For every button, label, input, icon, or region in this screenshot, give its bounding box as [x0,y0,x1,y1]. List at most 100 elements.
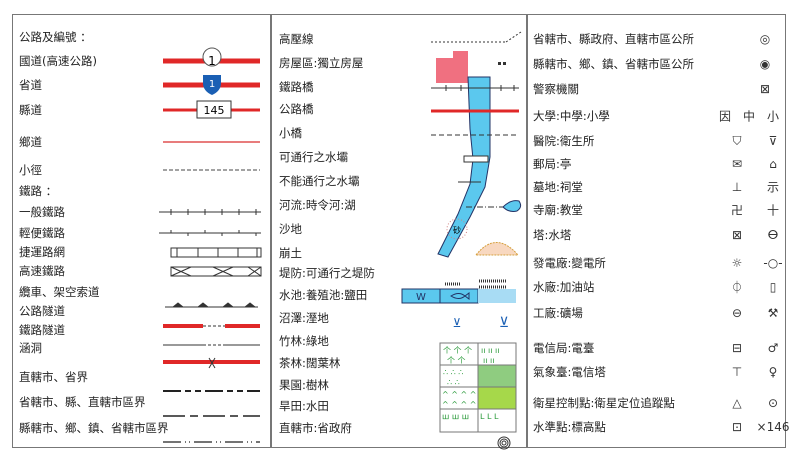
legend-label: 高壓線 [279,32,314,46]
vegetation-grid-symbol [439,342,517,433]
lake-symbol [466,200,522,212]
legend-label: 崩土 [279,246,302,260]
map-symbol-icon: 示 [766,180,780,195]
map-symbol-icon: ⊟ [731,341,743,355]
orchard-symbol: ^ ^ ^ ^ [442,390,476,399]
map-symbol-icon: 卍 [730,203,744,218]
legend-label: 堤防:可通行之堤防 [279,266,375,280]
river-symbol [437,76,491,258]
single-house-symbol [498,62,506,65]
map-symbol-icon: 中 [742,109,756,124]
provincial-government-symbol [497,436,511,450]
passable-dam-symbol [463,155,489,163]
legend-label: 果園:樹林 [279,378,329,392]
landslide-symbol [474,242,520,256]
light-railway-symbol [159,230,261,236]
map-symbol-icon: ⏀ [730,280,744,295]
legend-label: 高速鐵路 [19,264,65,278]
legend-label: 郵局:亭 [533,157,572,171]
legend-label: 省道 [19,78,42,92]
legend-label: 發電廠:變電所 [533,256,606,270]
fish-icon [450,292,470,300]
map-symbol-icon: ⚒ [767,306,779,320]
legend-label: 鐵路 ： [19,184,58,198]
legend-label: 涵洞 [19,341,42,355]
legend-label: 公路隧道 [19,304,65,318]
legend-label: 縣轄市、鄉、鎮、省轄市區公所 [533,57,694,71]
map-symbol-icon: ⴱ [767,228,779,242]
legend-label: 縣道 [19,103,42,117]
legend-label: 水池:養殖池:鹽田 [279,288,368,302]
power-line-symbol [431,31,522,43]
dry-field-symbol: ꟺ ꟺ ꟺ [442,412,469,421]
legend-label: 電信局:電臺 [533,341,595,355]
map-symbol-icon: ◉ [759,57,771,71]
legend-label: 鄉道 [19,135,42,149]
map-symbol-icon: -○- [763,256,783,270]
legend-label: 竹林:綠地 [279,334,329,348]
salt-field-symbol [478,289,516,303]
legend-label: 茶林:闊葉林 [279,356,341,370]
legend-label: 河流:時令河:湖 [279,198,356,212]
map-symbol-icon: ⊖ [731,306,743,320]
map-symbol-icon: ⊡ [731,420,743,434]
bamboo-symbol: 个 个 个 [443,346,472,355]
broadleaf-forest-fill [478,365,516,387]
map-symbol-icon: ▯ [769,280,777,294]
sand-label: 砂 [453,225,461,235]
greenland-symbol: ıı ıı ıı [481,346,499,355]
legend-label: 鐵路隧道 [19,323,65,337]
legend-label: 公路橋 [279,102,314,116]
map-symbol-icon: 十 [766,203,780,218]
map-symbol-icon: ◎ [759,32,771,46]
map-symbol-icon: 因 [718,109,732,124]
map-symbol-icon: ⊽ [768,134,778,148]
legend-label: 直轄市、省界 [19,370,88,384]
provincial-road-symbol: 1 [163,75,260,95]
svg-text:^ ^ ^ ^: ^ ^ ^ ^ [442,400,476,409]
high-speed-rail-symbol [170,266,262,277]
legend-label: 房屋區:獨立房屋 [279,56,364,70]
legend-label: 小橋 [279,126,302,140]
map-symbol-icon: ×146 [756,420,790,434]
paddy-field-symbol: ᒪ ᒪ ᒪ [480,412,499,421]
county-road-number: 145 [204,104,225,117]
legend-label: 不能通行之水壩 [279,174,360,188]
map-symbol-icon: ⊠ [731,228,743,242]
map-symbol-icon: ⊥ [731,180,743,194]
legend-label: 一般鐵路 [19,205,65,219]
swamp-symbol: ⊻ [453,316,462,330]
legend-label: 纜車、架空索道 [19,285,100,299]
map-symbol-icon: 小 [766,109,780,124]
mrt-symbol [170,247,262,258]
provincial-shield-number: 1 [209,79,215,90]
legend-label: 鐵路橋 [279,80,314,94]
road-symbols: 1 1 145 [159,47,262,443]
svg-text:ıı ıı: ıı ıı [483,356,494,365]
legend-label: 寺廟:教堂 [533,203,583,217]
legend-panel-facilities: 省轄市、縣政府、直轄市區公所◎縣轄市、鄉、鎮、省轄市區公所◉警察機關⊠大學:中學… [526,14,789,448]
legend-label: 沼澤:溼地 [279,311,329,325]
legend-label: 氣象臺:電信塔 [533,365,606,379]
legend-label: 輕便鐵路 [19,226,65,240]
sand-symbol: 砂 [446,218,468,240]
legend-label: 大學:中學:小學 [533,109,610,123]
legend-label: 墓地:祠堂 [533,180,583,194]
legend-label: 醫院:衛生所 [533,134,595,148]
legend-label: 衛星控制點:衛星定位追蹤點 [533,396,675,410]
legend-label: 縣轄市、鄉、鎮、省轄市區界 [19,421,169,435]
cable-car-symbol [165,302,258,308]
map-symbol-icon: △ [732,396,742,410]
map-symbol-icon: ⛉ [732,133,742,148]
pond-label: W [416,292,426,303]
county-road-symbol: 145 [163,100,260,119]
legend-label: 捷運路網 [19,245,65,259]
legend-label: 旱田:水田 [279,399,329,413]
national-shield-number: 1 [208,54,216,68]
legend-label: 工廠:礦場 [533,306,583,320]
levee-symbol [445,279,507,289]
tea-symbol: ∴ ∴ ∴ [443,368,463,377]
legend-label: 沙地 [279,222,302,236]
